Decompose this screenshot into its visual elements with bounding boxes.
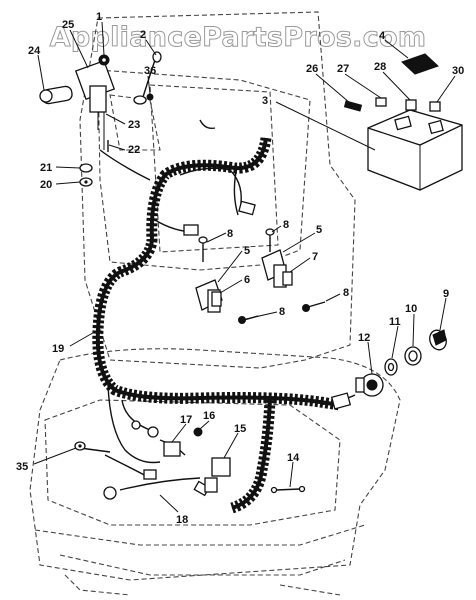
leader-lines	[33, 21, 456, 513]
callout-35: 35	[16, 461, 28, 473]
callout-6: 6	[244, 274, 250, 286]
callout-1: 1	[96, 11, 102, 23]
switch-6	[211, 291, 222, 307]
battery-terminal-30	[429, 101, 441, 112]
callout-36: 36	[144, 65, 156, 77]
callout-7: 7	[312, 251, 318, 263]
callout-8-b: 8	[283, 219, 289, 231]
tractor-outline-lower	[29, 348, 401, 596]
wire-14	[270, 485, 306, 494]
callout-27: 27	[337, 63, 349, 75]
callout-14: 14	[287, 452, 300, 464]
switch-7	[282, 271, 293, 286]
battery-cover	[401, 53, 439, 75]
relay-17	[163, 441, 181, 457]
nut-1	[98, 54, 110, 66]
callout-23: 23	[128, 119, 140, 131]
switch-12	[355, 373, 384, 397]
battery-terminal-28	[405, 99, 417, 111]
callout-18: 18	[176, 514, 188, 526]
ground-35	[74, 441, 86, 451]
callout-15: 15	[234, 423, 246, 435]
battery-nut	[375, 97, 387, 107]
callout-10: 10	[405, 303, 417, 315]
callout-5-a: 5	[244, 245, 250, 257]
module-15	[204, 457, 231, 493]
callout-20: 20	[40, 179, 52, 191]
key	[39, 85, 73, 105]
watermark: AppliancePartsPros.com	[50, 22, 427, 53]
ground-wire	[133, 51, 162, 105]
washer-21	[79, 163, 93, 173]
callout-28: 28	[374, 61, 386, 73]
callout-25: 25	[62, 19, 74, 31]
callout-9: 9	[443, 288, 449, 300]
callout-labels: 1 25 24 2 36 23 22 21 20 4 26 27 28 30 3…	[16, 11, 464, 526]
ignition-switch	[74, 59, 116, 150]
callout-19: 19	[52, 343, 64, 355]
screw-8-d	[302, 301, 326, 312]
callout-12: 12	[358, 332, 370, 344]
callout-21: 21	[40, 162, 52, 174]
terminal-ring-18	[103, 420, 159, 500]
callout-22: 22	[128, 144, 140, 156]
callout-3: 3	[262, 95, 268, 107]
callout-5-b: 5	[316, 224, 322, 236]
callout-24: 24	[28, 45, 41, 57]
callout-11: 11	[389, 316, 401, 328]
screw-8-b	[265, 228, 275, 252]
callout-2: 2	[140, 29, 146, 41]
callout-17: 17	[180, 414, 192, 426]
screw-16	[193, 427, 203, 437]
nut-11	[384, 358, 398, 376]
callout-8-c: 8	[279, 306, 285, 318]
ground-screw-36	[146, 93, 154, 101]
washer-10	[404, 346, 422, 366]
screw-8-a	[198, 236, 208, 262]
knob-9	[429, 329, 447, 351]
wiring-harness	[92, 137, 341, 514]
callout-30: 30	[452, 65, 464, 77]
callout-8-a: 8	[227, 228, 233, 240]
callout-4: 4	[379, 30, 386, 42]
nut-20	[79, 177, 93, 187]
callout-26: 26	[306, 63, 318, 75]
callout-8-d: 8	[343, 287, 349, 299]
battery-bolt	[343, 100, 363, 112]
battery	[367, 109, 463, 191]
callout-16: 16	[203, 410, 215, 422]
